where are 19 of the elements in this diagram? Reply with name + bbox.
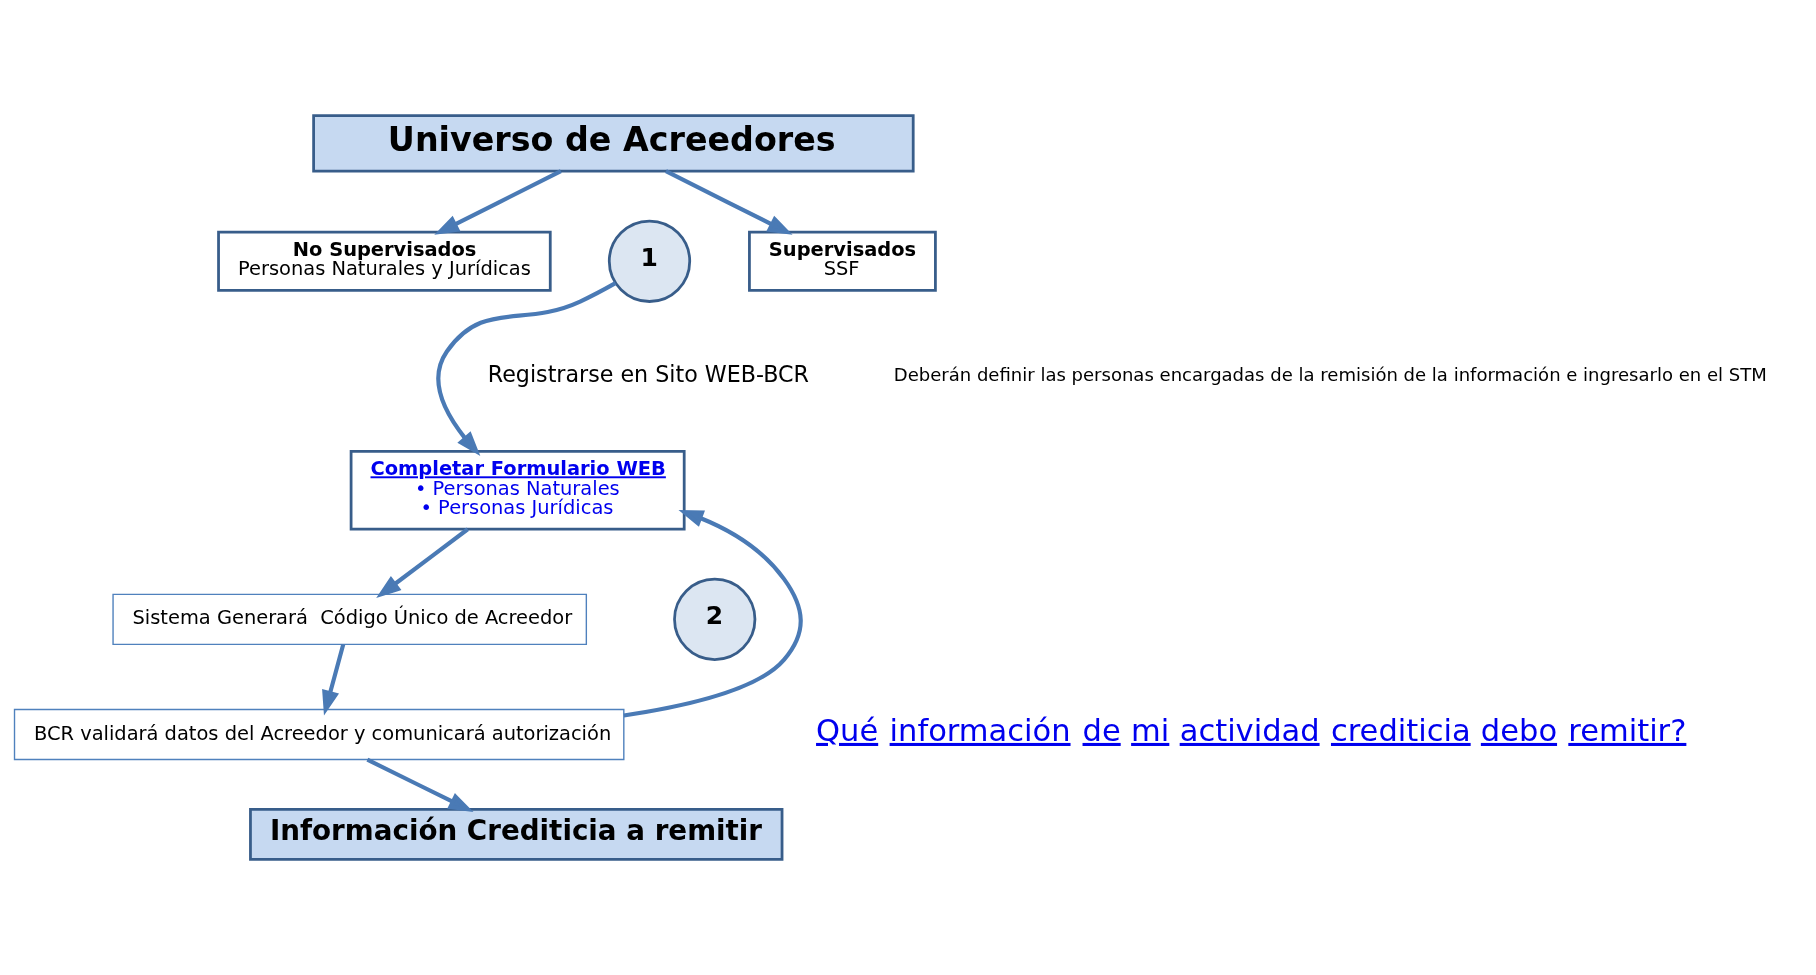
node-circle: 1 — [607, 219, 692, 303]
arrow — [322, 644, 346, 716]
arrow — [623, 510, 803, 718]
arrow — [376, 527, 469, 599]
node-box: Sistema Generará Código Único de Acreedor — [112, 593, 588, 646]
label: Deberán definir las personas encargadas de la remisión de la información e ingresarlo en el STM — [893, 364, 1767, 386]
arrow — [665, 169, 793, 235]
arrow — [436, 281, 617, 456]
node-box: Completar Formulario WEB • Personas Naturales • Personas Jurídicas — [349, 450, 686, 531]
arrow — [434, 169, 562, 235]
node-box: BCR validará datos del Acreedor y comunicará autorización — [13, 708, 625, 761]
node-box: No Supervisados Personas Naturales y Jurídicas — [217, 230, 552, 292]
node-circle: 2 — [673, 577, 757, 661]
arrow — [366, 757, 474, 812]
label: Qué información de mi actividad crediticia debo remitir? — [816, 712, 1687, 748]
label: Registrarse en Sito WEB-BCR — [487, 360, 809, 387]
node-box: Información Crediticia a remitir — [249, 808, 784, 861]
node-box: Universo de Acreedores — [312, 114, 915, 173]
node-box: Supervisados SSF — [748, 230, 937, 292]
